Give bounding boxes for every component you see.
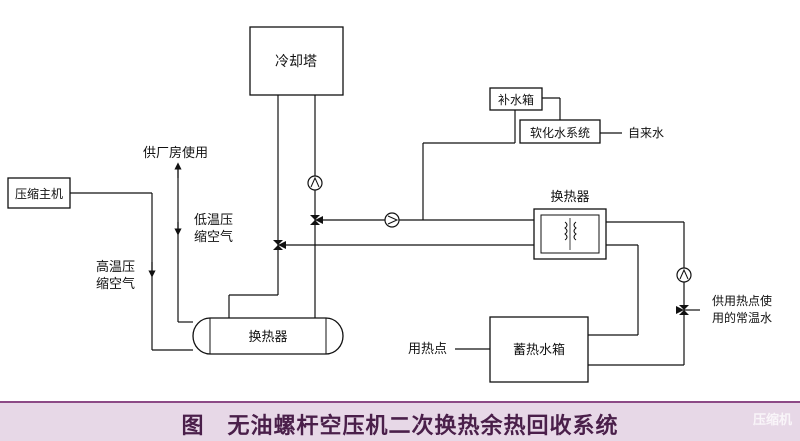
svg-text:换热器: 换热器 — [550, 190, 589, 205]
system-diagram: 冷却塔 补水箱 软化水系统 自来水 压缩主机 供厂房使用 低温压 缩空气 高温压… — [7, 26, 772, 383]
svg-text:软化水系统: 软化水系统 — [530, 126, 590, 140]
valve-icon-cooling — [310, 215, 323, 225]
flow-arrows — [148, 162, 182, 278]
svg-text:补水箱: 补水箱 — [498, 92, 534, 107]
water-heat-exchanger: 换热器 — [533, 190, 607, 260]
cooling-tower-box: 冷却塔 — [249, 26, 344, 96]
valve-icon-supply — [676, 305, 689, 315]
high-temp-air-label-2: 缩空气 — [96, 276, 135, 292]
svg-text:冷却塔: 冷却塔 — [275, 54, 317, 70]
watermark-text: 压缩机 — [752, 413, 792, 428]
heat-storage-tank: 蓄热水箱 — [489, 316, 589, 383]
high-temp-air-label-1: 高温压 — [96, 259, 135, 275]
figure-caption: 图 无油螺杆空压机二次换热余热回收系统 — [181, 413, 619, 439]
supply-label-1: 供用热点使 — [712, 293, 772, 308]
caption-bar: 图 无油螺杆空压机二次换热余热回收系统 压缩机 — [0, 401, 800, 441]
makeup-tank-box: 补水箱 — [489, 87, 543, 111]
pump-icon-cooling — [307, 175, 323, 191]
air-heat-exchanger: 换热器 — [192, 317, 344, 355]
low-temp-air-label-1: 低温压 — [194, 213, 233, 228]
svg-text:换热器: 换热器 — [248, 330, 287, 345]
low-temp-air-label-2: 缩空气 — [194, 229, 233, 245]
pump-icon-supply — [676, 267, 692, 283]
heat-use-point-label: 用热点 — [408, 342, 447, 357]
pump-icon-main — [384, 212, 400, 228]
compressor-main-box: 压缩主机 — [7, 177, 71, 209]
valve-icon-return — [273, 240, 286, 250]
supply-label-2: 用的常温水 — [712, 310, 772, 325]
factory-use-label: 供厂房使用 — [143, 145, 208, 161]
svg-text:压缩主机: 压缩主机 — [15, 186, 63, 201]
softened-water-box: 软化水系统 — [519, 119, 601, 144]
tap-water-label: 自来水 — [628, 126, 664, 140]
svg-text:蓄热水箱: 蓄热水箱 — [513, 342, 565, 358]
